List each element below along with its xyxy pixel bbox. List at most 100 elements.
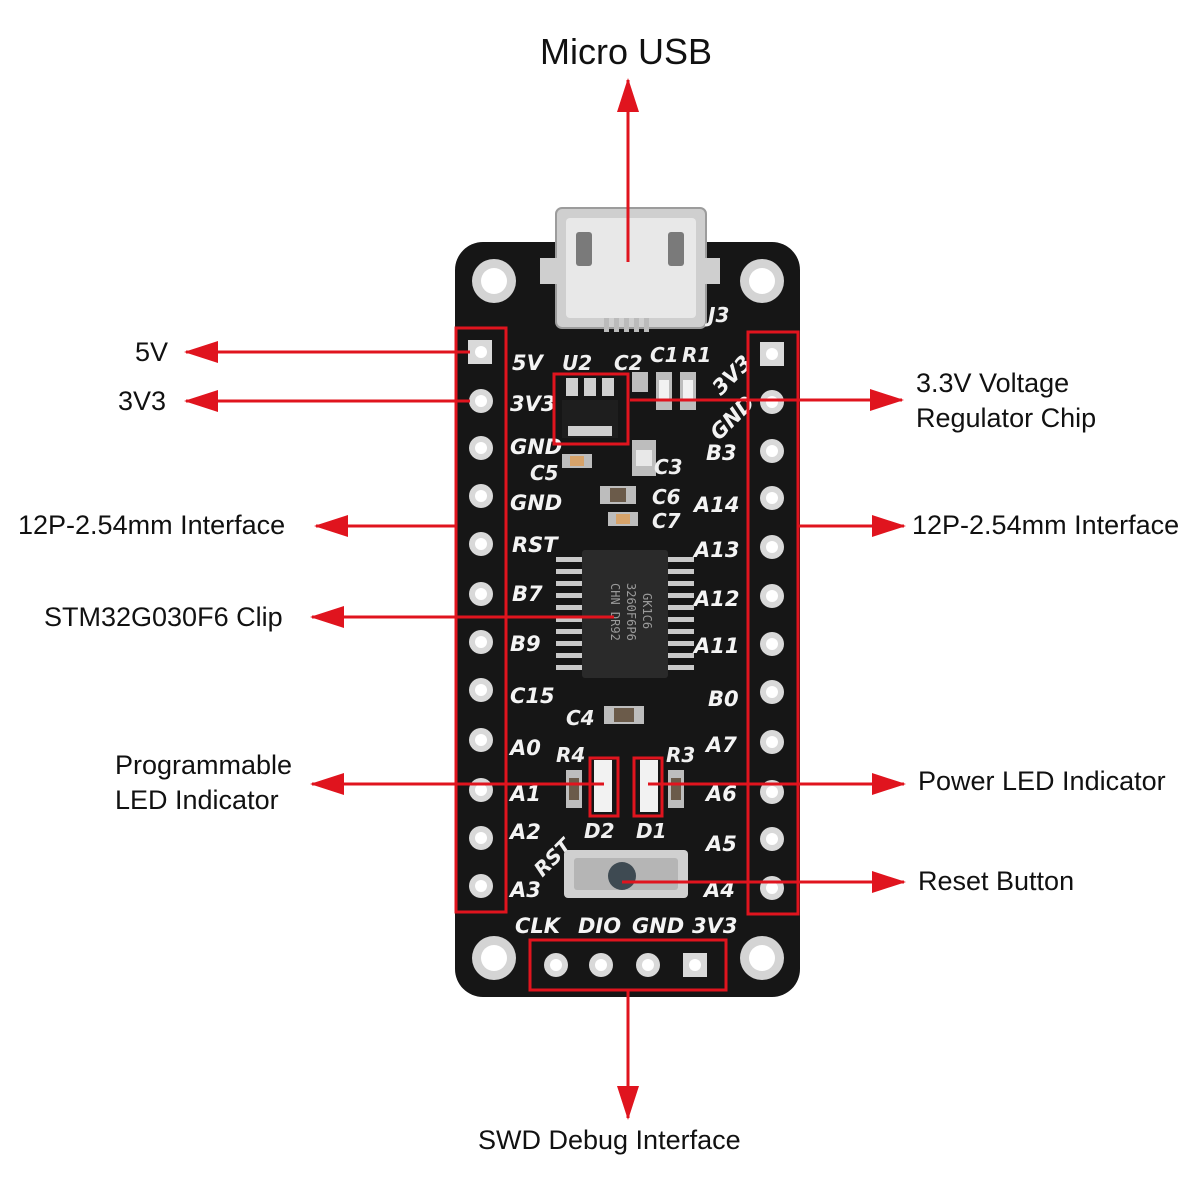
label-power-led: Power LED Indicator: [918, 766, 1166, 796]
header-pad-hole: [475, 832, 487, 844]
label-5v: 5V: [135, 337, 169, 367]
header-pad-hole: [475, 490, 487, 502]
mcu-lead: [668, 653, 694, 658]
header-pad-hole: [766, 736, 778, 748]
designator: R1: [682, 343, 711, 367]
header-pad-hole: [475, 538, 487, 550]
mcu-chip: GK1C6 3260F6P6 CHN DR92: [556, 550, 694, 678]
swd-pin-label: GND: [632, 914, 684, 938]
left-pin-label: 5V: [512, 351, 545, 375]
header-pad-hole: [475, 442, 487, 454]
header-pad-hole: [475, 784, 487, 796]
mcu-lead: [668, 617, 694, 622]
right-pin-label: A14: [692, 493, 739, 517]
swd-pin-label: CLK: [515, 914, 562, 938]
left-pin-label: B9: [510, 632, 541, 656]
chip-marking: GK1C6: [640, 593, 654, 629]
swd-pin-label: DIO: [578, 914, 621, 938]
designator: C5: [530, 461, 559, 485]
label-3v3: 3V3: [118, 386, 167, 416]
right-pin-label: B0: [708, 687, 739, 711]
designator: C4: [566, 706, 595, 730]
swd-pin-labels: CLK DIO GND 3V3: [515, 914, 737, 938]
label-interface-left: 12P-2.54mm Interface: [18, 510, 286, 540]
mcu-lead: [556, 641, 582, 646]
label-swd: SWD Debug Interface: [478, 1125, 741, 1155]
header-pad-hole: [766, 348, 778, 360]
left-pin-label: A1: [508, 782, 541, 806]
designator: R4: [556, 743, 585, 767]
header-pad-hole: [766, 638, 778, 650]
header-pad-hole: [766, 541, 778, 553]
designator: R3: [666, 743, 695, 767]
right-pin-label: A5: [704, 832, 737, 856]
right-pin-label: B3: [706, 441, 737, 465]
mcu-lead: [668, 569, 694, 574]
header-pad-hole: [766, 882, 778, 894]
header-pad-hole: [475, 588, 487, 600]
designator: U2: [562, 351, 592, 375]
left-pin-label: GND: [510, 491, 562, 515]
mcu-lead: [556, 605, 582, 610]
reset-button[interactable]: [564, 850, 688, 898]
right-pin-label: A12: [692, 587, 739, 611]
label-interface-right: 12P-2.54mm Interface: [912, 510, 1180, 540]
header-pad-hole: [475, 636, 487, 648]
swd-pad-hole: [642, 959, 654, 971]
mcu-lead: [668, 581, 694, 586]
label-micro-usb: Micro USB: [540, 31, 713, 72]
designator: C6: [652, 485, 681, 509]
header-pad-hole: [475, 395, 487, 407]
right-pin-label: A11: [692, 634, 739, 658]
designator: C2: [614, 351, 643, 375]
header-pad-hole: [766, 492, 778, 504]
left-pin-label: B7: [512, 582, 543, 606]
swd-pin-label: 3V3: [692, 914, 737, 938]
mcu-lead: [556, 617, 582, 622]
mcu-lead: [556, 581, 582, 586]
callout-arrows: [184, 78, 906, 1120]
right-pin-label: A6: [704, 782, 737, 806]
header-pad-hole: [766, 786, 778, 798]
swd-header-pads: [544, 953, 707, 977]
designator: C7: [652, 509, 681, 533]
mcu-lead: [668, 605, 694, 610]
mcu-lead: [668, 557, 694, 562]
chip-marking: CHN DR92: [608, 583, 622, 641]
mcu-lead: [668, 593, 694, 598]
label-mcu: STM32G030F6 Clip: [44, 602, 283, 632]
header-pad-hole: [766, 396, 778, 408]
mcu-lead: [668, 629, 694, 634]
chip-marking: 3260F6P6: [624, 583, 638, 641]
mcu-lead: [556, 665, 582, 670]
header-pad-hole: [766, 833, 778, 845]
swd-pad-hole: [689, 959, 701, 971]
label-reset: Reset Button: [918, 866, 1075, 896]
designator: C3: [654, 455, 683, 479]
designator: C1: [650, 343, 679, 367]
mcu-lead: [668, 665, 694, 670]
designator: J3: [704, 303, 729, 327]
right-pin-label: A7: [704, 733, 737, 757]
header-pad-hole: [766, 445, 778, 457]
left-pin-label: A2: [508, 820, 541, 844]
mounting-holes: [472, 259, 784, 980]
designator: D2: [584, 819, 615, 843]
left-pin-label: C15: [510, 684, 555, 708]
designators: J3 U2 C2 C1 R1 C5 C3 C6 C7 C4 R4 R3 D2 D…: [529, 303, 729, 881]
swd-pad-hole: [595, 959, 607, 971]
header-pad-hole: [766, 686, 778, 698]
mcu-lead: [556, 593, 582, 598]
label-regulator: 3.3V Voltage Regulator Chip: [916, 368, 1097, 433]
header-pad-hole: [766, 590, 778, 602]
header-pad-hole: [475, 880, 487, 892]
label-prog-led: Programmable LED Indicator: [115, 750, 293, 815]
right-header-pads: [760, 342, 784, 900]
header-pad-hole: [475, 346, 487, 358]
left-pin-label: A0: [508, 736, 541, 760]
micro-usb-connector: [540, 207, 720, 332]
mcu-lead: [556, 653, 582, 658]
mcu-lead: [556, 629, 582, 634]
swd-pad-hole: [550, 959, 562, 971]
header-pad-hole: [475, 684, 487, 696]
